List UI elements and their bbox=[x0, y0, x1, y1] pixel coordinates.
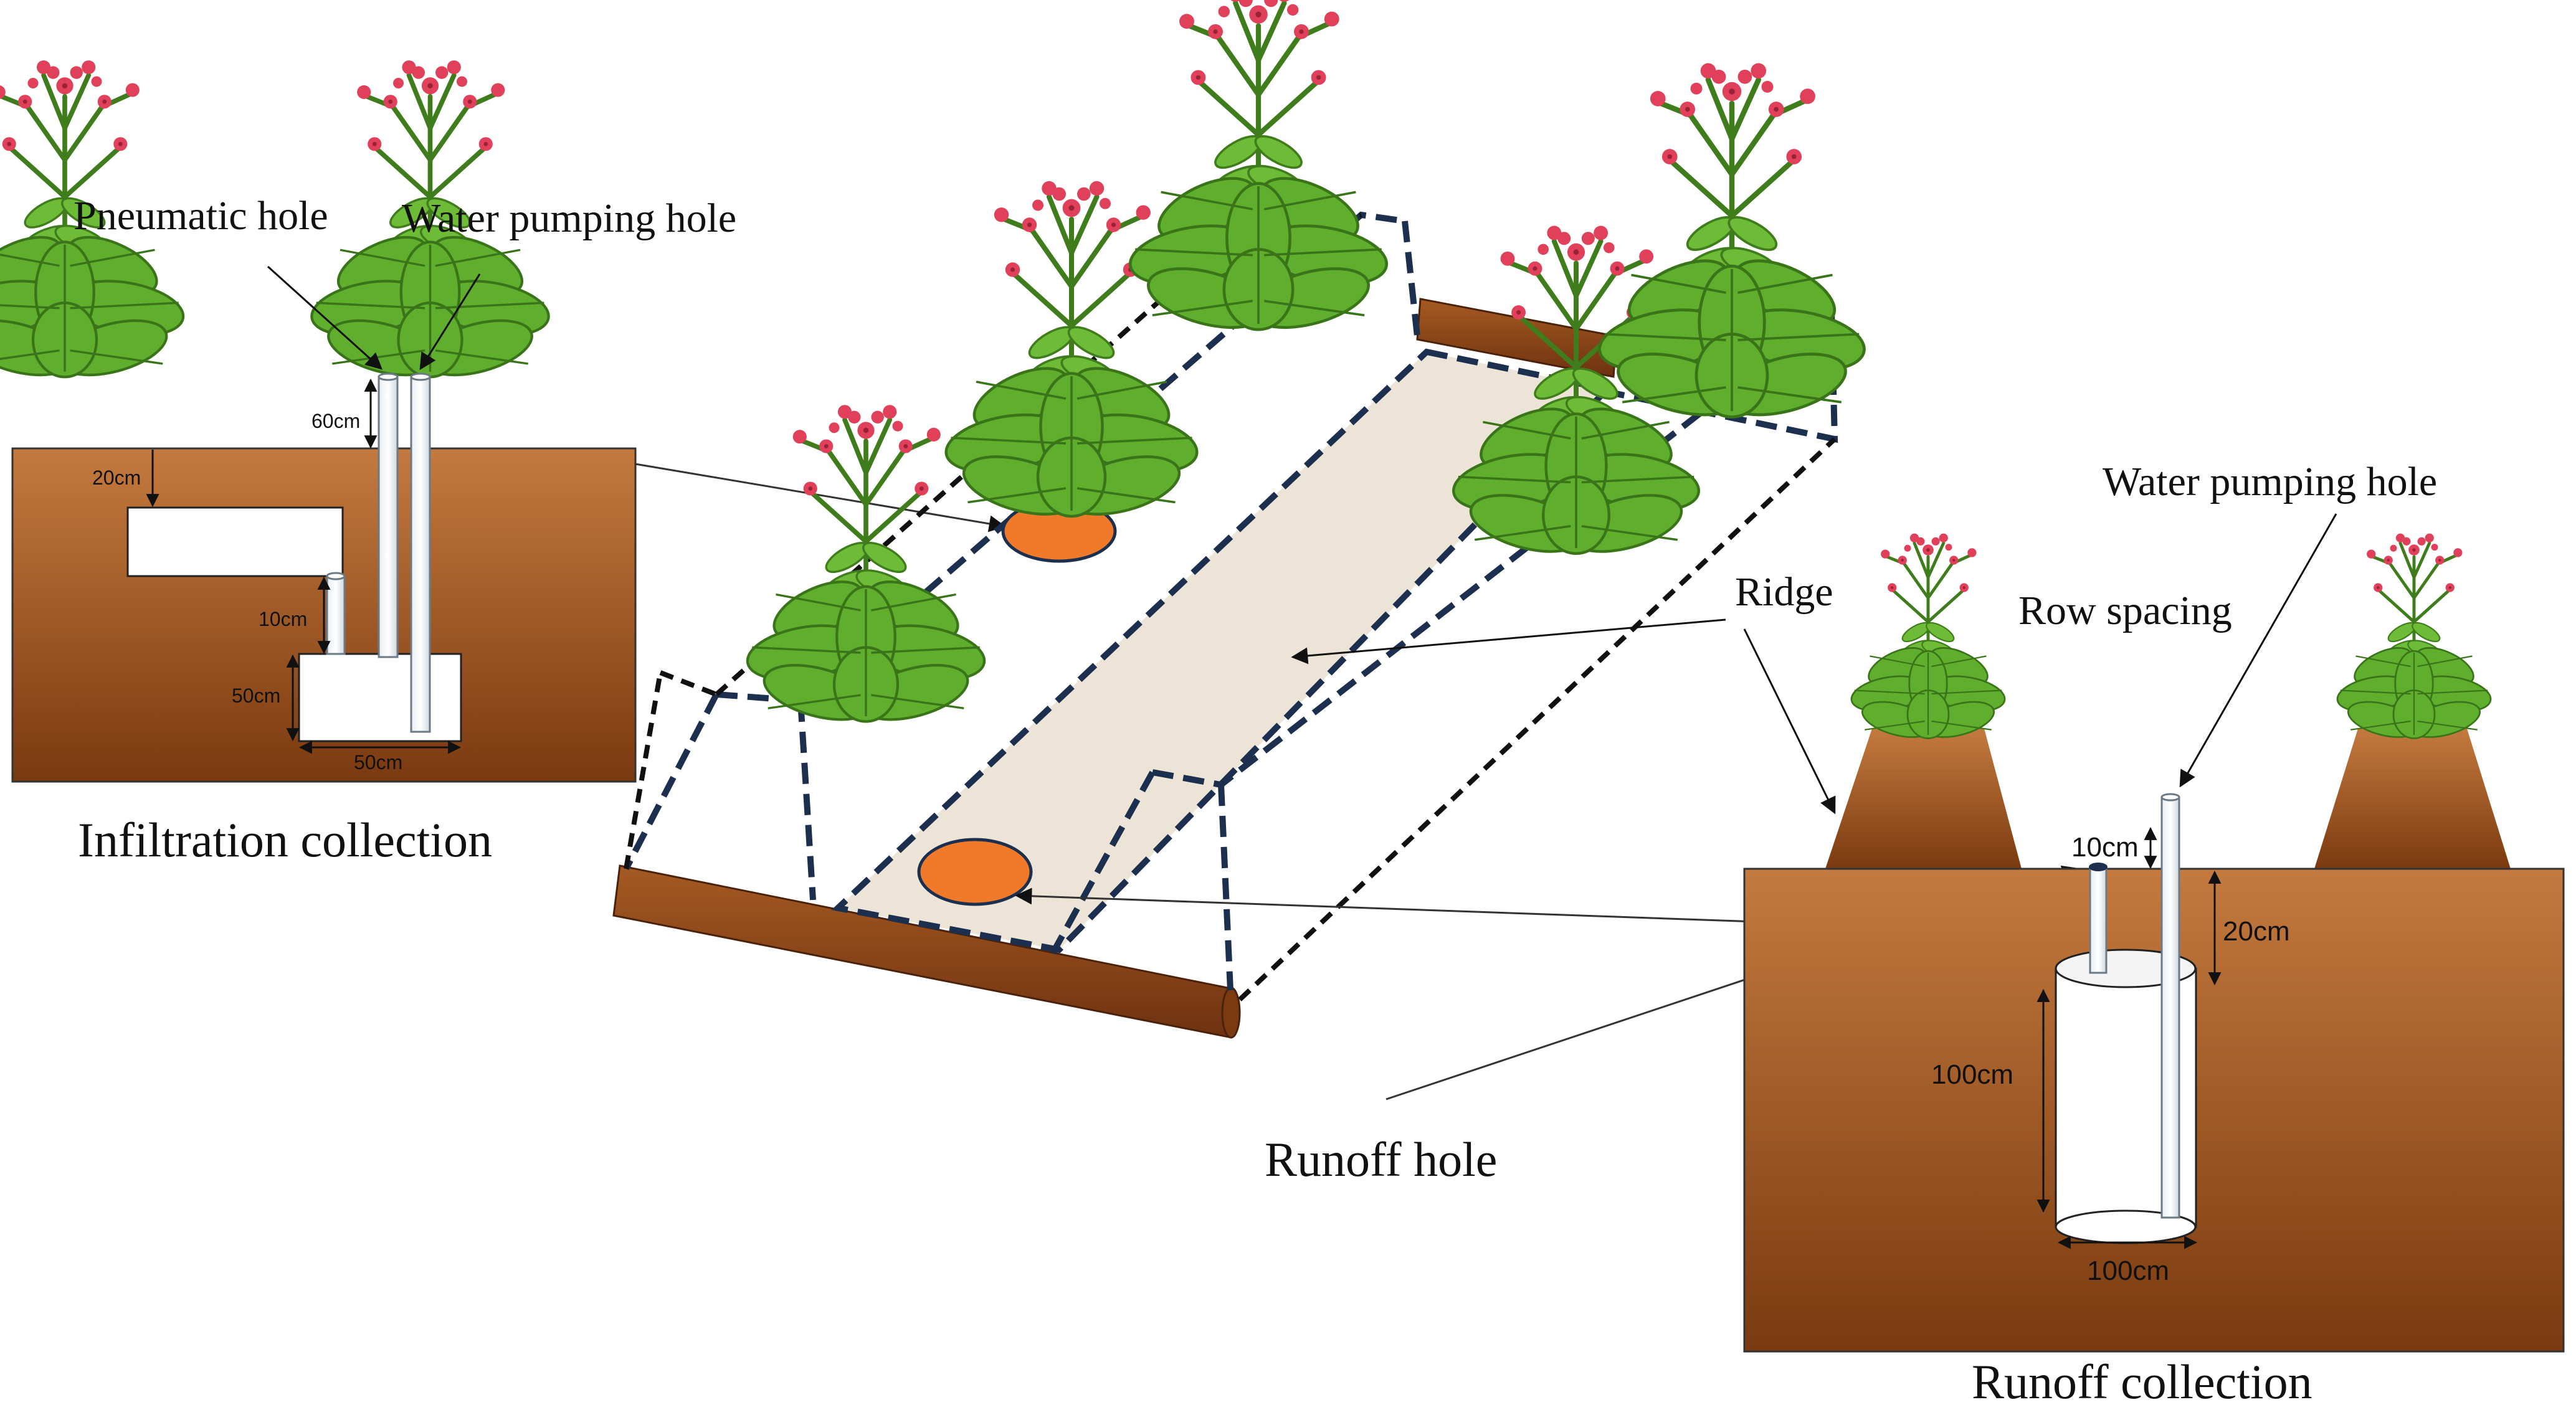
ridge-label: Ridge bbox=[1735, 569, 1833, 615]
dim-20cm: 20cm bbox=[92, 466, 141, 489]
arrow-icon bbox=[1743, 628, 1836, 815]
arrow-icon bbox=[1291, 618, 1726, 665]
collection-pit bbox=[298, 653, 462, 742]
tobacco-plant-icon bbox=[2335, 534, 2494, 744]
pneumatic-hole-label: Pneumatic hole bbox=[74, 193, 328, 239]
infiltration-caption: Infiltration collection bbox=[78, 813, 492, 867]
ridge-right bbox=[2314, 729, 2511, 869]
arrow-icon bbox=[267, 265, 383, 370]
tobacco-plant-icon bbox=[1126, 0, 1391, 339]
dim-10cm: 10cm bbox=[2071, 832, 2139, 863]
arrow-icon bbox=[635, 463, 1006, 532]
plot-perspective: Ridge Row spacing Runoff hole bbox=[612, 0, 2232, 1186]
runoff-inlet-pipe bbox=[2089, 866, 2108, 974]
collection-tray bbox=[126, 506, 344, 577]
water-pumping-hole-label: Water pumping hole bbox=[402, 196, 736, 241]
arrow-icon bbox=[2179, 513, 2337, 788]
row-spacing-label: Row spacing bbox=[2018, 588, 2232, 633]
dim-50cm-horizontal: 50cm bbox=[354, 751, 402, 774]
dim-100cm-horizontal: 100cm bbox=[2087, 1256, 2169, 1286]
dim-50cm-vertical: 50cm bbox=[232, 684, 280, 707]
dim-60cm: 60cm bbox=[311, 410, 360, 432]
tobacco-plant-icon bbox=[1849, 534, 2008, 744]
connector-pipe bbox=[326, 575, 346, 655]
pumping-pipe bbox=[2160, 796, 2180, 1219]
tobacco-plant-icon bbox=[1595, 63, 1869, 426]
pumping-pipe bbox=[410, 376, 431, 733]
infiltration-panel: 60cm 20cm 10cm 50cm 50cm Pneumatic hole … bbox=[0, 60, 1006, 867]
dim-10cm: 10cm bbox=[259, 608, 307, 630]
pneumatic-pipe bbox=[378, 376, 399, 658]
ridge-left bbox=[1825, 729, 2022, 869]
runoff-hole-marker bbox=[917, 838, 1033, 906]
arrow-icon bbox=[419, 273, 481, 371]
dim-20cm: 20cm bbox=[2223, 916, 2290, 947]
water-pumping-hole-label: Water pumping hole bbox=[2103, 459, 2437, 504]
runoff-caption: Runoff collection bbox=[1972, 1355, 2312, 1409]
arrow-icon bbox=[1015, 887, 1757, 923]
runoff-panel: 10cm 20cm 100cm 100cm Water pumping hole… bbox=[1743, 459, 2565, 1409]
dim-100cm-vertical: 100cm bbox=[1931, 1059, 2013, 1090]
runoff-hole-label: Runoff hole bbox=[1265, 1132, 1497, 1186]
row-spacing-strip bbox=[831, 348, 1614, 954]
